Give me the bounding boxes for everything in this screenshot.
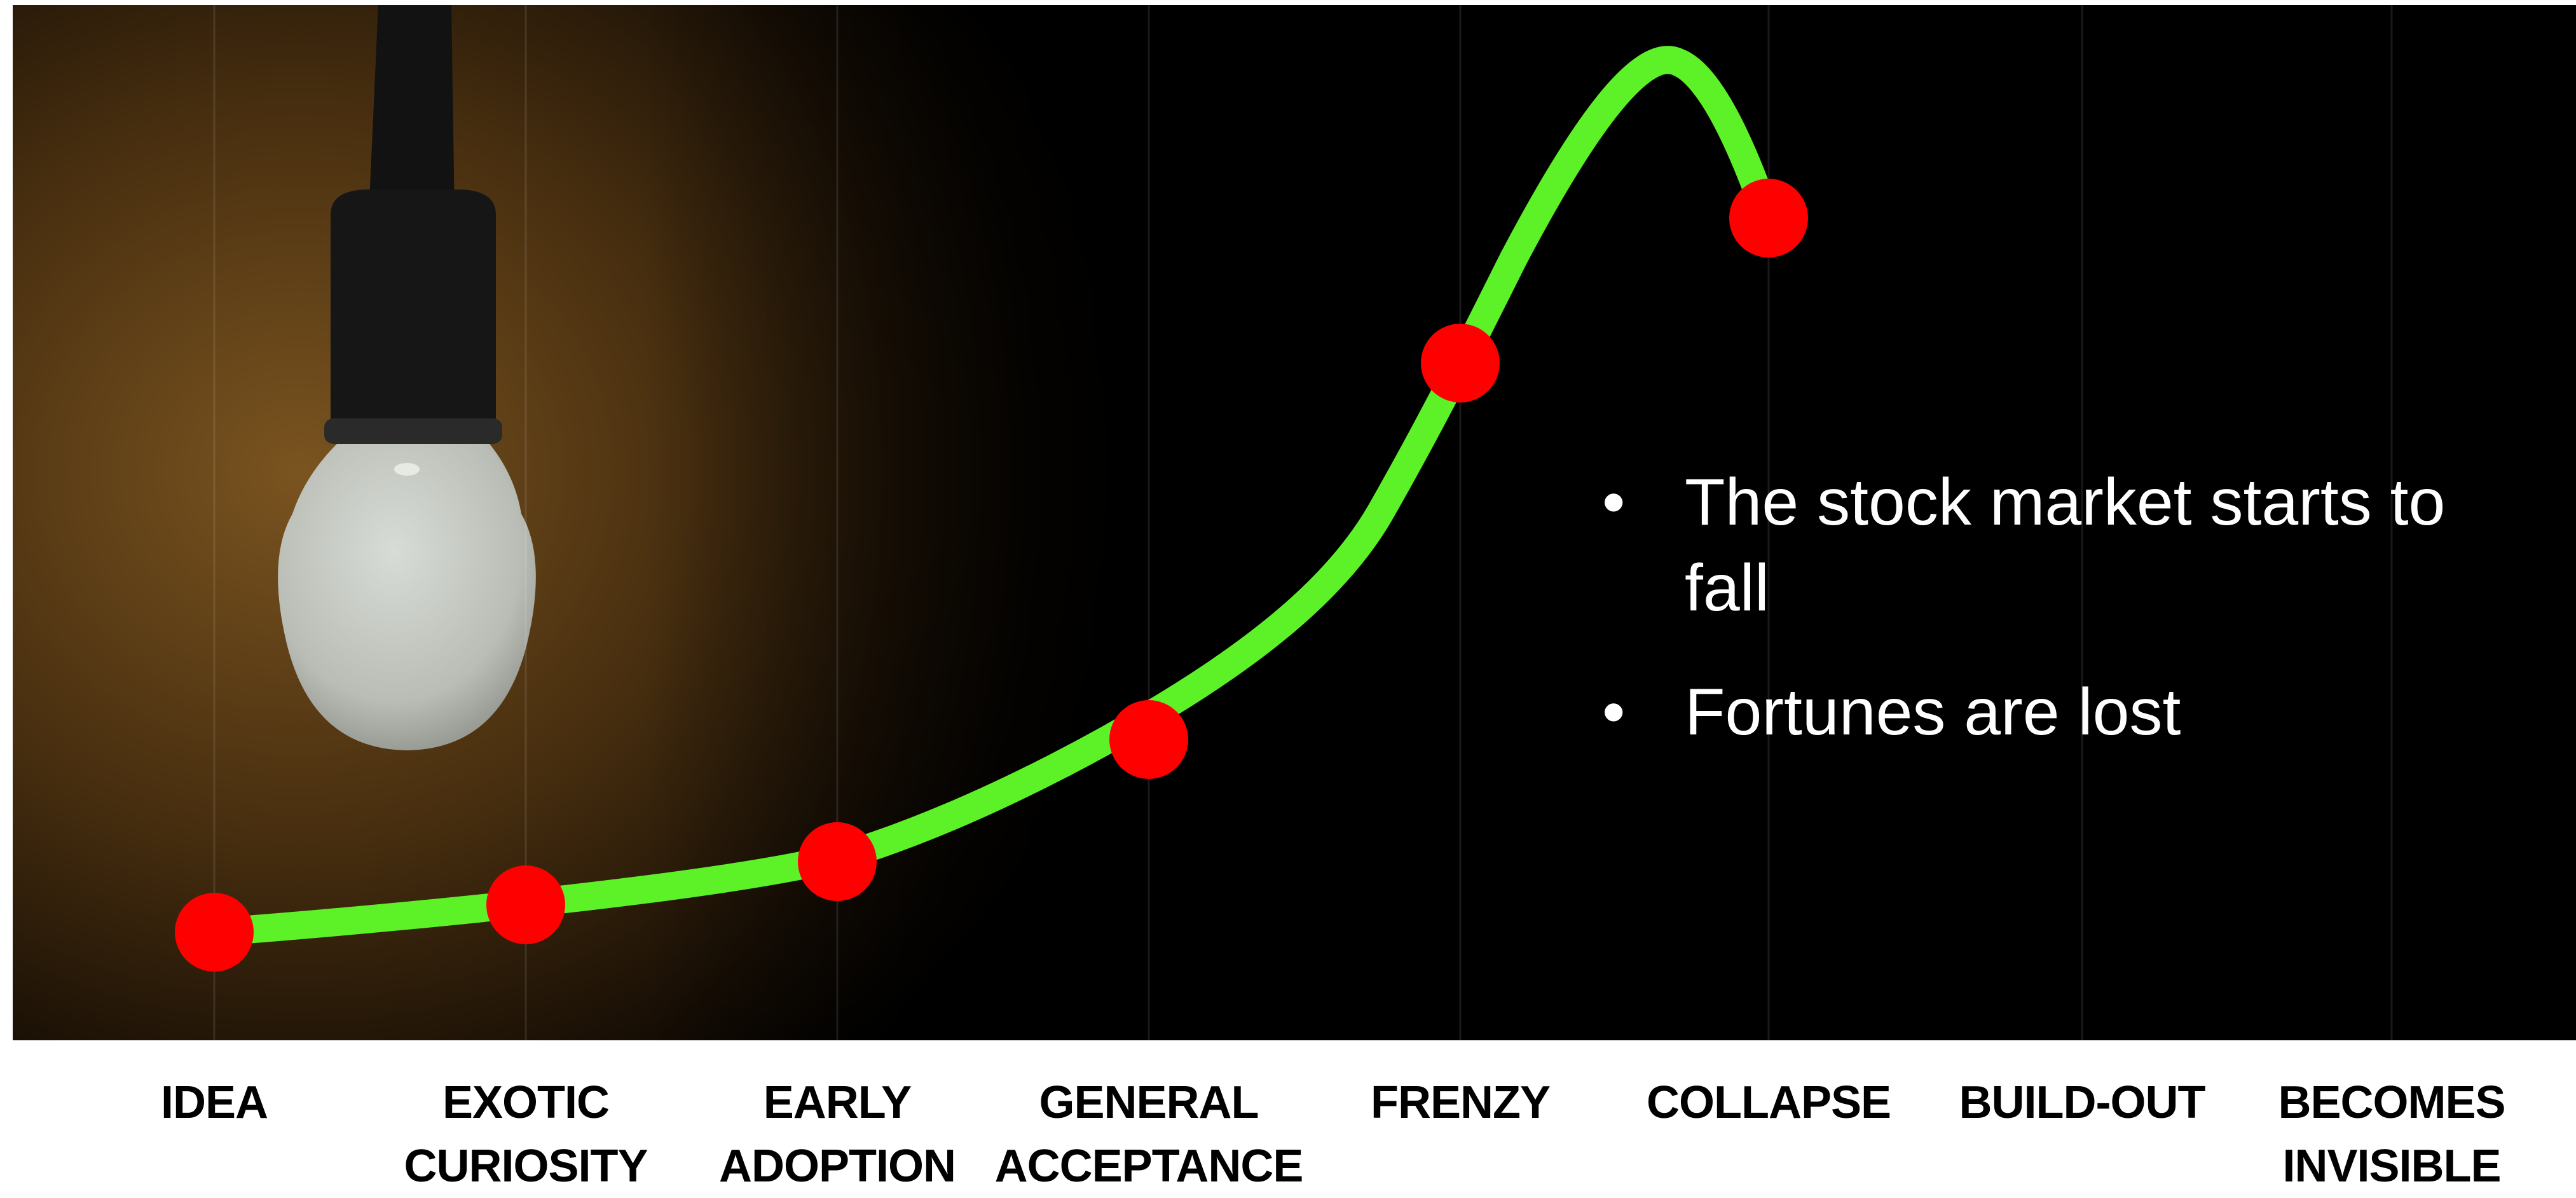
stage-label-build-out: BUILD-OUT bbox=[1959, 1077, 2206, 1128]
stage-marker bbox=[486, 865, 565, 944]
hype-cycle-diagram bbox=[13, 5, 2393, 1040]
stage-marker bbox=[1421, 324, 1500, 403]
stage-labels: IDEA EXOTIC CURIOSITY EARLY ADOPTION GEN… bbox=[0, 1040, 2576, 1192]
stage-label-general-acceptance: GENERAL ACCEPTANCE bbox=[994, 1077, 1304, 1192]
stage-marker bbox=[1109, 700, 1188, 779]
stage-label-frenzy: FRENZY bbox=[1371, 1077, 1551, 1128]
bullet-item: •Fortunes are lost bbox=[1602, 670, 2467, 755]
stage-marker bbox=[175, 893, 254, 972]
stage-label-collapse: COLLAPSE bbox=[1646, 1077, 1891, 1128]
stage-label-exotic-curiosity: EXOTIC CURIOSITY bbox=[404, 1077, 648, 1192]
light-bulb-icon bbox=[278, 5, 536, 750]
bullet-dot: • bbox=[1602, 465, 1626, 539]
stage-markers bbox=[175, 179, 1808, 972]
bullet-list: •The stock market starts to fall •Fortun… bbox=[1602, 460, 2467, 794]
stage-marker bbox=[1729, 179, 1808, 258]
stage-label-idea: IDEA bbox=[160, 1077, 268, 1128]
diagram-panel: •The stock market starts to fall •Fortun… bbox=[13, 5, 2576, 1040]
bullet-dot: • bbox=[1602, 675, 1626, 750]
stage-label-becomes-invisible: BECOMES INVISIBLE bbox=[2278, 1077, 2505, 1192]
stage-marker bbox=[798, 822, 877, 901]
hype-curve bbox=[199, 46, 1781, 946]
bullet-item: •The stock market starts to fall bbox=[1602, 460, 2467, 631]
stage-label-early-adoption: EARLY ADOPTION bbox=[718, 1077, 956, 1192]
